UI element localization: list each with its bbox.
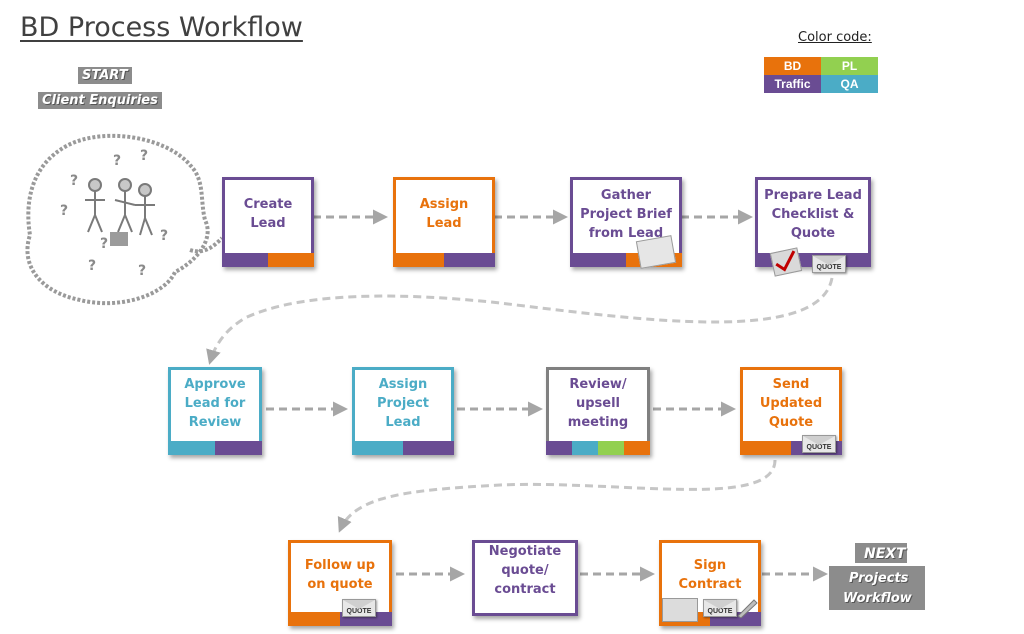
money-stack-icon: [662, 598, 698, 622]
svg-text:?: ?: [138, 263, 146, 279]
role-bar-segment: [393, 253, 444, 267]
quote-envelope-icon: QUOTE: [812, 255, 846, 273]
role-bar-segment: [444, 253, 495, 267]
role-bar-segment: [740, 441, 791, 455]
start-sublabel: Client Enquiries: [38, 92, 162, 109]
legend-item-bd: BD: [764, 57, 821, 75]
role-bar: [222, 253, 314, 267]
arrow-send-to-follow: [337, 459, 777, 533]
step-label: Gather Project Brief from Lead: [580, 187, 672, 241]
step-create-lead: Create Lead: [222, 177, 314, 267]
step-assign-lead: Assign Lead: [393, 177, 495, 267]
quote-envelope-icon: QUOTE: [802, 435, 836, 453]
svg-text:?: ?: [100, 236, 108, 252]
legend-title: Color code:: [798, 30, 872, 45]
client-enquiries-rope: [25, 133, 210, 306]
computer-icon: [110, 232, 128, 246]
next-block: [829, 566, 925, 610]
step-label: Send Updated Quote: [759, 376, 823, 430]
role-bar-segment: [403, 441, 454, 455]
step-label: Assign Lead: [419, 197, 469, 231]
step-negotiate-contract: Negotiate quote/ contract: [472, 540, 578, 616]
question-marks: ??? ??? ??: [60, 148, 168, 279]
next-sublabel-line2: Workflow: [843, 591, 912, 606]
svg-text:?: ?: [88, 258, 96, 274]
role-bar-segment: [546, 441, 572, 455]
color-legend: BD PL Traffic QA: [764, 57, 878, 93]
legend-item-traffic: Traffic: [764, 75, 821, 93]
role-bar: [168, 441, 262, 455]
role-bar-segment: [352, 441, 403, 455]
next-label: NEXT: [864, 546, 906, 562]
step-label: Negotiate quote/ contract: [488, 543, 562, 597]
role-bar-segment: [288, 612, 340, 626]
client-people-icon: [85, 178, 155, 236]
step-approve-lead: Approve Lead for Review: [168, 367, 262, 455]
role-bar: [352, 441, 454, 455]
checklist-icon: [769, 247, 803, 277]
role-bar-segment: [215, 441, 262, 455]
step-label: Approve Lead for Review: [184, 376, 246, 430]
step-review-upsell-meeting: Review/ upsell meeting: [546, 367, 650, 455]
role-bar-segment: [168, 441, 215, 455]
step-assign-project-lead: Assign Project Lead: [352, 367, 454, 455]
svg-text:?: ?: [60, 203, 68, 219]
start-label: START: [78, 67, 132, 84]
legend-item-qa: QA: [821, 75, 878, 93]
quote-envelope-icon: QUOTE: [342, 599, 376, 617]
step-label: Review/ upsell meeting: [567, 376, 629, 430]
role-bar: [288, 612, 392, 626]
role-bar-segment: [268, 253, 314, 267]
svg-text:?: ?: [113, 153, 121, 169]
step-label: Sign Contract: [678, 558, 742, 592]
rope-to-create-lead: [189, 236, 224, 254]
step-label: Follow up on quote: [304, 558, 376, 592]
pen-icon: [736, 596, 758, 619]
role-bar-segment: [222, 253, 268, 267]
step-label: Assign Project Lead: [376, 376, 430, 430]
role-bar: [393, 253, 495, 267]
svg-text:?: ?: [160, 228, 168, 244]
role-bar-segment: [624, 441, 650, 455]
quote-envelope-icon: QUOTE: [703, 599, 737, 617]
page-title: BD Process Workflow: [20, 12, 303, 43]
role-bar-segment: [598, 441, 624, 455]
next-badge: [855, 543, 907, 563]
role-bar-segment: [570, 253, 626, 267]
role-bar: [546, 441, 650, 455]
step-label: Prepare Lead Checklist & Quote: [764, 187, 862, 241]
svg-text:?: ?: [70, 173, 78, 189]
role-bar-segment: [572, 441, 598, 455]
next-sublabel-line1: Projects: [849, 571, 909, 586]
arrow-prepare-to-approve: [206, 277, 834, 365]
legend-item-pl: PL: [821, 57, 878, 75]
step-label: Create Lead: [243, 197, 293, 231]
svg-text:?: ?: [140, 148, 148, 164]
step-follow-up-quote: Follow up on quote: [288, 540, 392, 626]
